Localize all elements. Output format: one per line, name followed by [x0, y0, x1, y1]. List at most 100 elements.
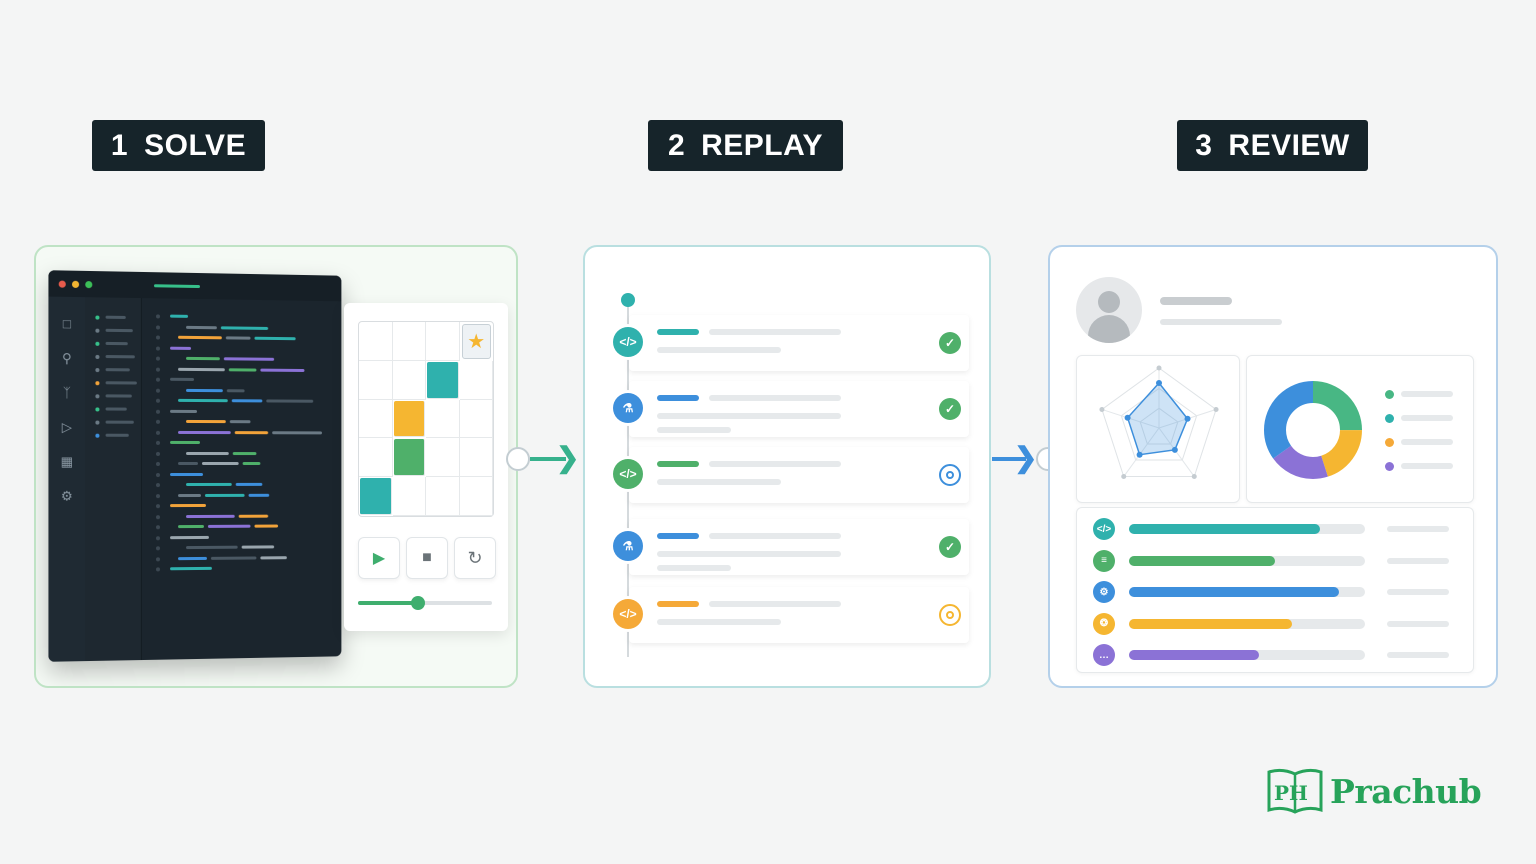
code-token — [186, 419, 226, 424]
step-title: REVIEW — [1228, 128, 1350, 162]
code-icon[interactable]: </> — [613, 327, 643, 357]
extensions-icon[interactable]: ▦ — [60, 453, 74, 470]
file-tree-item[interactable] — [105, 394, 132, 398]
file-tree-item[interactable] — [105, 355, 135, 359]
grid-cell[interactable] — [459, 438, 493, 478]
grid-cell[interactable] — [459, 360, 493, 400]
grid-cell[interactable] — [426, 438, 460, 478]
grid-cell[interactable] — [359, 438, 393, 478]
slider-handle[interactable] — [411, 596, 426, 610]
grid-cell[interactable] — [459, 399, 493, 439]
slider-fill — [358, 601, 419, 605]
code-token — [234, 430, 269, 434]
filled-grid-cell[interactable] — [427, 361, 459, 399]
replay-event-row[interactable] — [629, 587, 969, 643]
in-progress-icon — [939, 464, 961, 486]
flask-icon[interactable]: ⚗ — [613, 531, 643, 561]
legend-dot — [1385, 462, 1394, 471]
line-gutter-dot — [155, 356, 161, 361]
replay-event-row[interactable] — [629, 447, 969, 503]
maximize-dot[interactable] — [85, 281, 93, 289]
line-gutter-dot — [155, 367, 161, 372]
grid-cell[interactable] — [392, 360, 426, 400]
event-title-bar — [657, 329, 699, 335]
file-tree-item[interactable] — [105, 315, 126, 319]
code-token — [170, 440, 200, 445]
file-tree-item[interactable] — [105, 381, 137, 385]
grid-cell[interactable] — [426, 322, 460, 361]
editor-tab[interactable] — [153, 284, 200, 289]
code-area — [142, 298, 341, 660]
settings-icon[interactable]: ⚙ — [60, 488, 73, 504]
search-icon[interactable]: ⚲ — [61, 350, 72, 366]
playback-slider[interactable] — [358, 596, 492, 610]
file-tree-item[interactable] — [105, 407, 127, 411]
file-tree-item[interactable] — [105, 420, 134, 424]
svg-text:PH: PH — [1274, 781, 1308, 805]
code-token — [228, 367, 257, 372]
file-tree-item[interactable] — [105, 433, 129, 437]
replay-event-row[interactable]: ✓ — [629, 315, 969, 371]
code-token — [260, 555, 287, 559]
legend-label-bar — [1401, 415, 1453, 421]
code-token — [235, 482, 263, 486]
file-tree-bullet — [95, 328, 100, 333]
stop-button[interactable]: ■ — [406, 537, 448, 579]
filled-grid-cell[interactable] — [393, 400, 425, 438]
code-token — [178, 556, 207, 560]
grid-cell[interactable] — [359, 322, 393, 361]
code-token — [241, 545, 275, 549]
step-number: 2 — [667, 128, 686, 162]
profile-subtitle-placeholder — [1160, 319, 1282, 325]
grid-cell[interactable] — [359, 399, 393, 439]
code-icon[interactable]: </> — [613, 599, 643, 629]
file-icon[interactable]: □ — [62, 316, 71, 332]
filled-grid-cell[interactable] — [360, 478, 392, 515]
grid-cell[interactable] — [392, 477, 426, 516]
grid-cell[interactable] — [359, 360, 393, 400]
line-gutter-dot — [155, 514, 161, 519]
code-token — [178, 461, 198, 466]
radar-chart-card — [1076, 355, 1240, 503]
code-token — [186, 451, 229, 455]
code-icon[interactable]: </> — [613, 459, 643, 489]
code-token — [178, 430, 231, 434]
grid-cell[interactable] — [392, 322, 426, 361]
skill-progress-bar — [1129, 555, 1365, 566]
step-title: REPLAY — [701, 128, 824, 162]
line-gutter-dot — [155, 472, 161, 477]
run-icon[interactable]: ▷ — [61, 419, 72, 435]
file-tree-item[interactable] — [105, 368, 130, 372]
radar-point — [1136, 451, 1143, 458]
grid-cell[interactable] — [426, 399, 460, 439]
replay-event-row[interactable]: ✓ — [629, 519, 969, 575]
file-tree-item[interactable] — [105, 341, 128, 346]
file-tree-item[interactable] — [105, 328, 133, 333]
replay-panel: ✓</>✓⚗</>✓⚗</> — [583, 245, 991, 688]
goal-star-cell[interactable]: ★ — [461, 324, 491, 359]
step-label-review: 3 REVIEW — [1177, 120, 1368, 171]
radar-point — [1171, 446, 1178, 453]
event-text-bar — [657, 619, 781, 625]
code-token — [186, 514, 235, 518]
book-logo-icon: PH — [1267, 768, 1323, 814]
skill-score-bar — [1387, 620, 1449, 627]
flask-icon[interactable]: ⚗ — [613, 393, 643, 423]
code-token — [242, 462, 261, 466]
reset-button[interactable]: ↻ — [454, 537, 496, 579]
code-token — [231, 399, 263, 403]
branch-icon[interactable]: ᛉ — [62, 384, 71, 401]
play-button[interactable]: ▶ — [358, 537, 400, 579]
skill-progress-bar — [1129, 524, 1365, 534]
code-token — [223, 357, 275, 361]
event-text-bar — [657, 427, 731, 433]
filled-grid-cell[interactable] — [393, 439, 425, 477]
skill-progress-bar — [1129, 618, 1365, 629]
radar-grid-ring — [1101, 367, 1217, 478]
file-tree-bullet — [95, 407, 100, 412]
close-dot[interactable] — [58, 280, 66, 288]
grid-cell[interactable] — [426, 477, 460, 516]
grid-cell[interactable] — [459, 477, 493, 516]
replay-event-row[interactable]: ✓ — [629, 381, 969, 437]
minimize-dot[interactable] — [71, 280, 80, 288]
